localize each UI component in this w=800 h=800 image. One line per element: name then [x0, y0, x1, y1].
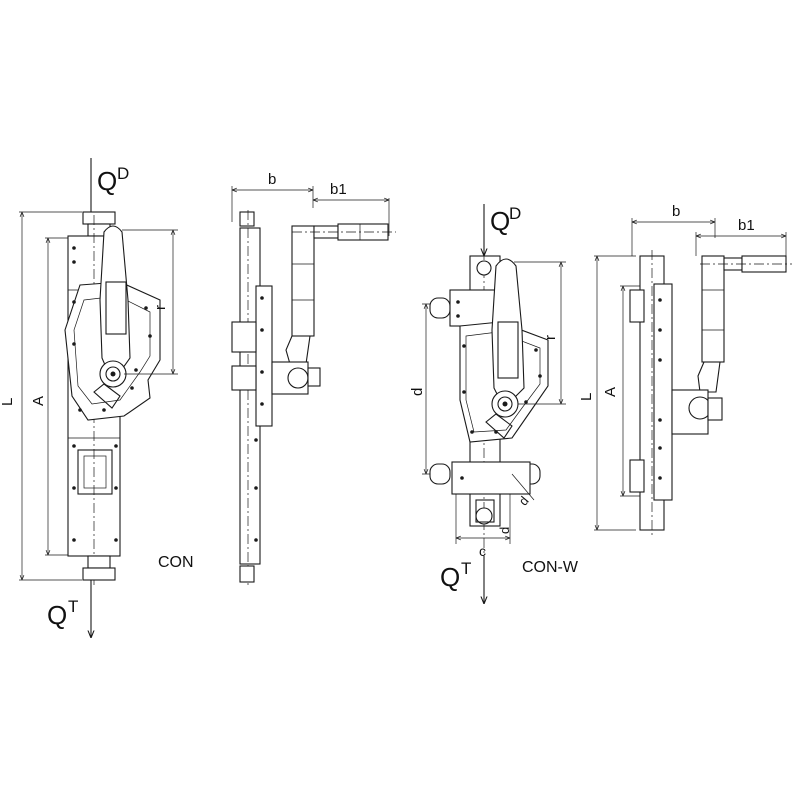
load-bottom-letter: Q [47, 600, 67, 630]
conw-side-view: L A b b1 [578, 203, 792, 536]
load-top-superscript: D [117, 164, 129, 183]
conw-load-bottom-letter: Q [440, 562, 460, 592]
conw-dim-L-label: L [578, 393, 595, 401]
dim-c-label: c [479, 543, 486, 559]
con-label: CON [158, 554, 194, 571]
conw-front-view: Q D d r d [409, 204, 579, 604]
dim-r-label: r [152, 305, 169, 310]
conw-load-bottom-superscript: T [461, 559, 471, 578]
load-top-letter: Q [97, 166, 117, 196]
conw-dim-b-label: b [672, 203, 680, 220]
conw-dim-b1-label: b1 [738, 217, 755, 234]
dim-d-angled-label: d [516, 493, 532, 508]
conw-load-top-superscript: D [509, 204, 521, 223]
conw-dim-r-label: r [542, 335, 559, 340]
dim-d-bottom-label: d [497, 527, 512, 534]
con-side-view: b b1 [231, 171, 396, 586]
dim-L-label: L [0, 398, 16, 406]
dim-A-label: A [30, 396, 47, 406]
load-bottom-superscript: T [68, 597, 78, 616]
conw-label: CON-W [522, 559, 579, 576]
conw-dim-A-label: A [602, 387, 619, 397]
dim-b-label: b [268, 171, 276, 188]
dim-b1-label: b1 [330, 181, 347, 198]
conw-load-top-letter: Q [490, 206, 510, 236]
con-front-view: Q D L A [0, 158, 194, 638]
dim-d-label: d [409, 388, 426, 396]
